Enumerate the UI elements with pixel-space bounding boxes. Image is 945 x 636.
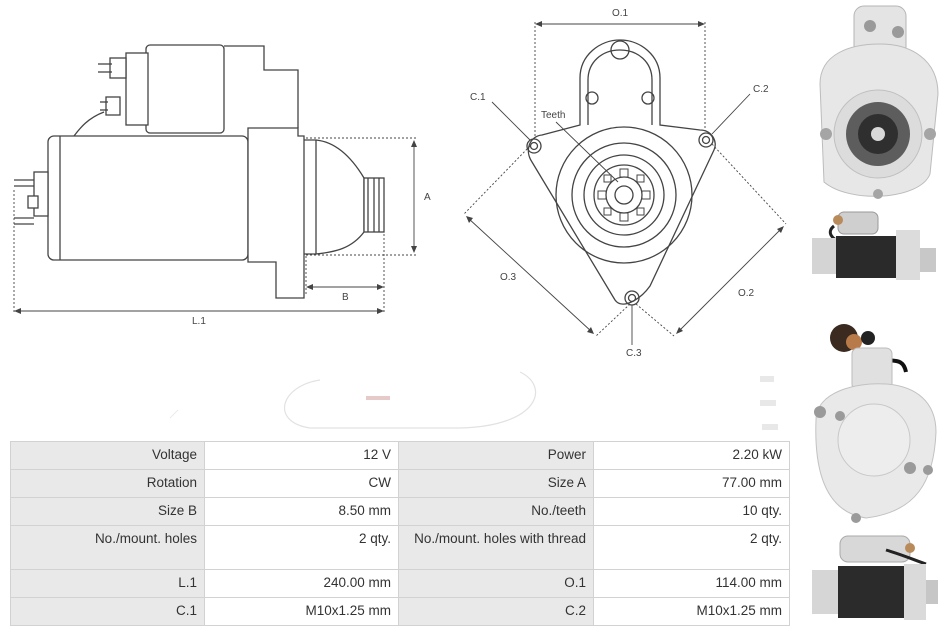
spec-label: Size B (10, 497, 205, 526)
dim-O1-label: O.1 (612, 8, 629, 19)
spec-value: CW (204, 469, 399, 498)
product-photo-rear (814, 324, 937, 523)
spec-label: No./teeth (398, 497, 594, 526)
table-row: Rotation CW Size A 77.00 mm (10, 469, 790, 498)
dim-O2-label: O.2 (738, 288, 755, 299)
product-photo-front (819, 5, 939, 199)
spec-table: Voltage 12 V Power 2.20 kW Rotation CW S… (10, 441, 790, 626)
dim-C1-label: C.1 (470, 92, 486, 103)
table-row: C.1 M10x1.25 mm C.2 M10x1.25 mm (10, 597, 790, 626)
solenoid-body (145, 44, 225, 134)
spec-label: C.2 (398, 597, 594, 626)
dim-O3-label: O.3 (500, 272, 517, 283)
motor-body (47, 135, 249, 261)
front-view-drawing: O.1 C.1 C.2 Teeth O.3 O.2 C.3 (463, 8, 787, 359)
spec-value: M10x1.25 mm (593, 597, 790, 626)
dim-L1-label: L.1 (192, 316, 206, 327)
watermark (169, 371, 778, 430)
dim-B-label: B (342, 292, 349, 303)
dim-C3-label: C.3 (626, 348, 642, 359)
table-row: Size B 8.50 mm No./teeth 10 qty. (10, 497, 790, 526)
spec-value: 2.20 kW (593, 441, 790, 470)
spec-label: Voltage (10, 441, 205, 470)
spec-value: 77.00 mm (593, 469, 790, 498)
product-photo-side (812, 211, 936, 280)
spec-value: 114.00 mm (593, 569, 790, 598)
spec-value: 10 qty. (593, 497, 790, 526)
table-row: L.1 240.00 mm O.1 114.00 mm (10, 569, 790, 598)
side-view-drawing: A B L.1 (13, 44, 431, 327)
spec-label: No./mount. holes with thread (398, 525, 594, 570)
spec-label: C.1 (10, 597, 205, 626)
spec-value: 240.00 mm (204, 569, 399, 598)
teeth-label: Teeth (541, 110, 565, 121)
spec-label: O.1 (398, 569, 594, 598)
dim-A-label: A (424, 192, 431, 203)
spec-label: Rotation (10, 469, 205, 498)
dim-C2-label: C.2 (753, 84, 769, 95)
product-photo-side-2 (812, 535, 938, 620)
spec-value: 8.50 mm (204, 497, 399, 526)
spec-label: Power (398, 441, 594, 470)
flange-outline (527, 39, 716, 305)
spec-value: 2 qty. (204, 525, 399, 570)
spec-value: 2 qty. (593, 525, 790, 570)
spec-label: No./mount. holes (10, 525, 205, 570)
spec-value: M10x1.25 mm (204, 597, 399, 626)
table-row: No./mount. holes 2 qty. No./mount. holes… (10, 525, 790, 570)
spec-value: 12 V (204, 441, 399, 470)
spec-label: L.1 (10, 569, 205, 598)
table-row: Voltage 12 V Power 2.20 kW (10, 441, 790, 470)
spec-label: Size A (398, 469, 594, 498)
